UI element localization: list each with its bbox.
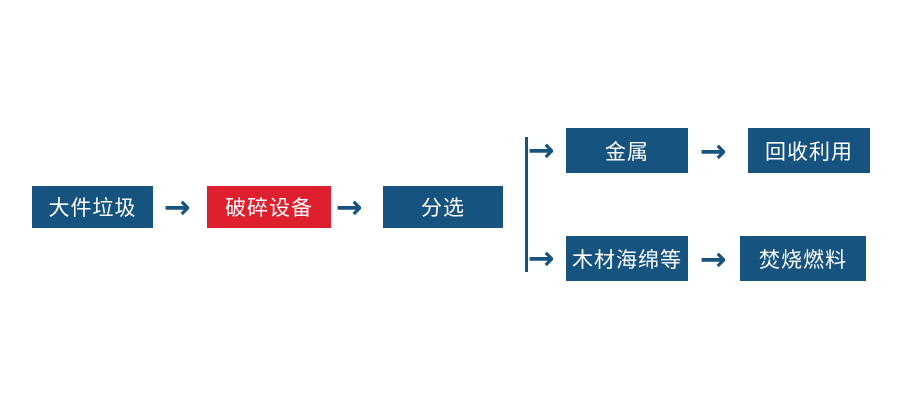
arrow-right-icon: → (699, 239, 727, 278)
node-crushing-equipment: 破碎设备 (207, 186, 331, 228)
node-recycling: 回收利用 (748, 128, 870, 173)
arrow-right-icon: → (163, 188, 191, 226)
node-metal: 金属 (566, 128, 688, 173)
node-bulky-waste: 大件垃圾 (32, 186, 153, 228)
arrow-right-icon: → (699, 131, 727, 170)
arrow-right-icon: → (527, 131, 555, 169)
arrow-right-icon: → (335, 188, 363, 226)
node-incineration-fuel: 焚烧燃料 (740, 236, 866, 281)
branch-connector-line (525, 137, 528, 272)
arrow-right-icon: → (527, 239, 555, 277)
node-wood-sponge-etc: 木材海绵等 (566, 236, 688, 281)
node-sorting: 分选 (383, 186, 503, 228)
